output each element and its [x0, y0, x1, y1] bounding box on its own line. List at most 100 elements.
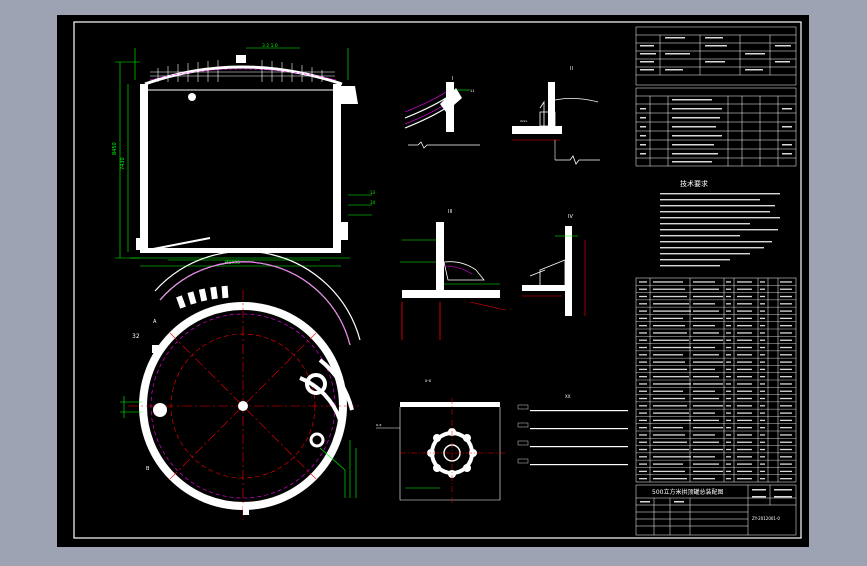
- parts-list-cell-text: [653, 361, 685, 363]
- parts-list-cell-text: [780, 310, 792, 312]
- parts-list-cell-text: [726, 303, 731, 305]
- parts-list-cell-text: [693, 288, 719, 290]
- parts-list-cell-text: [737, 412, 752, 414]
- parts-list-cell-text: [639, 478, 647, 480]
- parts-list-cell-text: [737, 434, 752, 436]
- parts-list-cell-text: [693, 463, 719, 465]
- parts-list-cell-text: [737, 310, 752, 312]
- parts-list-cell-text: [726, 463, 731, 465]
- parts-list-cell-text: [726, 456, 731, 458]
- drawing-number: ZY-2012001-0: [752, 516, 780, 521]
- parts-list-cell-text: [726, 376, 731, 378]
- parts-list-cell-text: [780, 478, 792, 480]
- parts-list-cell-text: [726, 383, 731, 385]
- parts-list-cell-text: [726, 368, 731, 371]
- parts-list-cell-text: [639, 295, 647, 298]
- parts-list-cell-text: [726, 346, 731, 349]
- parts-list-cell-text: [726, 470, 731, 473]
- plan-view: 32 A B: [120, 250, 361, 520]
- parts-list-cell-text: [653, 434, 685, 436]
- parts-list-cell-text: [760, 383, 765, 385]
- parts-list-cell-text: [737, 325, 752, 327]
- parts-list-cell-text: [737, 376, 752, 378]
- elevation-view: 8450 7430 Ø8900 3 2 1 0 13 14: [112, 43, 376, 267]
- parts-list-cell-text: [737, 332, 752, 334]
- parts-list-cell-text: [726, 434, 731, 436]
- parts-list-cell-text: [737, 427, 752, 429]
- parts-list-cell-text: [639, 288, 647, 290]
- parts-list-cell-text: [639, 419, 647, 422]
- parts-list-cell-text: [760, 376, 765, 378]
- drawing-background: [57, 15, 809, 547]
- parts-list-cell-text: [737, 317, 752, 320]
- parts-list-cell-text: [653, 478, 687, 480]
- parts-list-cell-text: [639, 332, 647, 334]
- parts-list-cell-text: [760, 361, 765, 363]
- parts-list-cell-text: [639, 368, 647, 371]
- detail-view-4: IV: [522, 214, 586, 316]
- parts-list-cell-text: [737, 288, 752, 290]
- parts-list-cell-text: [693, 419, 719, 422]
- parts-list-cell-text: [760, 295, 765, 298]
- parts-list-cell-text: [693, 295, 723, 298]
- parts-list-cell-text: [737, 448, 752, 451]
- plan-mark-B: B: [146, 466, 150, 472]
- parts-list-cell-text: [693, 441, 719, 443]
- parts-list-cell-text: [653, 405, 687, 407]
- parts-list-cell-text: [693, 346, 715, 349]
- parts-list-cell-text: [780, 295, 792, 298]
- parts-list-cell-text: [780, 427, 792, 429]
- parts-list-cell-text: [726, 339, 731, 341]
- parts-list-cell-text: [780, 419, 792, 422]
- parts-list-cell-text: [737, 405, 752, 407]
- parts-list-cell-text: [737, 354, 752, 356]
- parts-list-cell-text: [653, 456, 691, 458]
- parts-list-cell-text: [760, 405, 765, 407]
- parts-list-cell-text: [760, 317, 765, 320]
- design-data-table: [635, 26, 797, 86]
- parts-list-cell-text: [760, 354, 765, 356]
- svg-text:13: 13: [370, 190, 376, 195]
- parts-list-cell-text: [639, 441, 647, 443]
- parts-list-cell-text: [780, 456, 792, 458]
- parts-list-cell-text: [693, 332, 719, 334]
- parts-list-cell-text: [780, 448, 792, 451]
- parts-list-cell-text: [726, 317, 731, 320]
- parts-list-cell-text: [726, 412, 731, 414]
- parts-list-cell-text: [693, 448, 723, 451]
- parts-list-cell-text: [653, 390, 683, 392]
- parts-list-cell-text: [780, 434, 792, 436]
- parts-list-cell-text: [653, 317, 683, 320]
- parts-list-cell-text: [693, 339, 723, 341]
- detail-view-1: I 11: [404, 76, 480, 149]
- parts-list-cell-text: [693, 310, 719, 312]
- parts-list-cell-text: [760, 339, 765, 341]
- parts-list-cell-text: [653, 368, 687, 371]
- parts-list-cell-text: [693, 368, 715, 371]
- parts-list-cell-text: [780, 376, 792, 378]
- parts-list-cell-text: [639, 339, 647, 341]
- parts-list-cell-text: [780, 361, 792, 363]
- detail-label-2: II: [570, 66, 573, 72]
- parts-list-cell-text: [737, 361, 752, 363]
- parts-list-cell-text: [737, 368, 752, 371]
- parts-list-cell-text: [653, 339, 689, 341]
- nozzle-ref-32: 32: [132, 333, 140, 340]
- svg-text:7430: 7430: [120, 157, 126, 170]
- parts-list-cell-text: [780, 470, 792, 473]
- parts-list-cell-text: [737, 397, 752, 400]
- parts-list-cell-text: [726, 354, 731, 356]
- parts-list-cell-text: [653, 397, 685, 400]
- parts-list-cell-text: [639, 397, 647, 400]
- parts-list-cell-text: [639, 470, 647, 473]
- parts-list-cell-text: [737, 281, 752, 283]
- drawing-frame: [73, 21, 802, 539]
- parts-list-cell-text: [737, 463, 752, 465]
- drawing-title: 500立方米拱顶罐总装配图: [652, 488, 723, 496]
- parts-list-cell-text: [726, 478, 731, 480]
- flange-detail: x-x x-x: [376, 378, 505, 505]
- detail-label-1: I: [452, 76, 453, 82]
- parts-list-cell-text: [760, 463, 765, 465]
